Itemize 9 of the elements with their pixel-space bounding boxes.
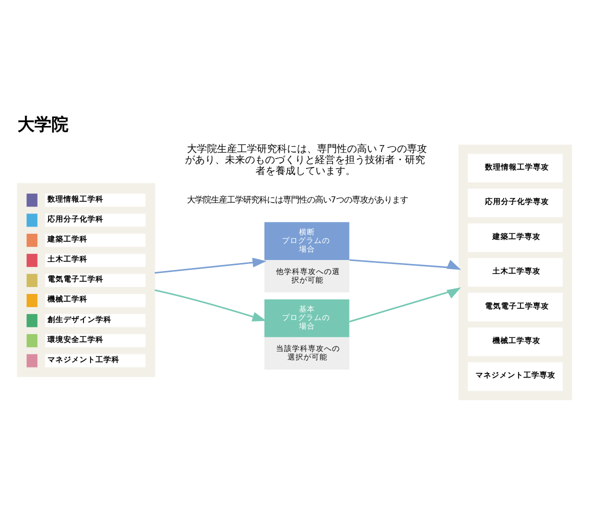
arrow	[154, 288, 266, 321]
arrow	[349, 258, 462, 270]
arrow	[349, 286, 461, 322]
label: 大学院生産工学研究科には専門性の高い7つの専攻があります	[186, 195, 408, 206]
cluster	[16, 182, 156, 376]
cluster	[458, 144, 572, 400]
label: 大学院生産工学研究科には、専門性の高い７つの専攻があり、未来のものづくりと経営を担う技術者・研究者を養成しています。	[184, 144, 427, 176]
diagram-title: 大学院	[17, 114, 68, 134]
arrow	[154, 257, 267, 274]
